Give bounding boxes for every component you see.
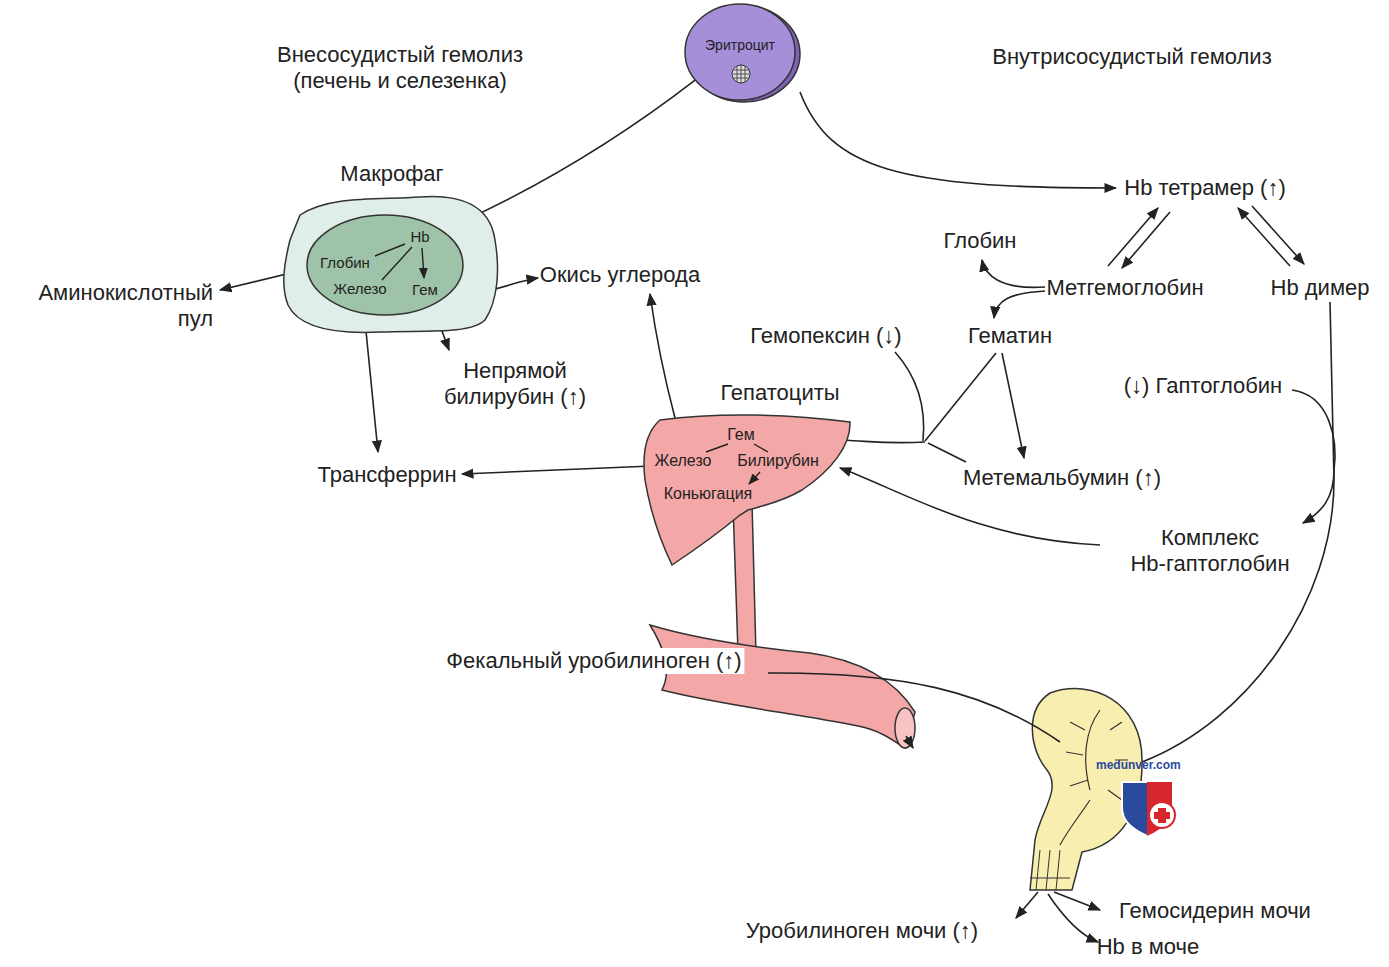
node-shape xyxy=(685,4,795,100)
node-text: Железо xyxy=(333,280,386,297)
node-text: Гем xyxy=(727,426,755,444)
node-text: Коньюгация xyxy=(664,485,753,503)
bile-duct xyxy=(733,502,756,655)
watermark-shield xyxy=(1149,802,1175,828)
watermark: medunver.com xyxy=(1096,758,1181,772)
macrophage-cell: МакрофагHbГлобинЖелезо Гем xyxy=(280,160,500,335)
leader-arrows xyxy=(1238,208,1290,266)
text-label: Метемальбумин (↑) xyxy=(963,465,1161,491)
node-shape xyxy=(630,378,860,568)
node-text: Билирубин xyxy=(737,452,819,470)
leader-arrows xyxy=(365,321,378,452)
leader-arrows xyxy=(1303,470,1334,523)
intestine xyxy=(650,625,915,748)
kidney xyxy=(1060,710,1128,845)
text-label: Hb димер xyxy=(1271,275,1370,301)
leader-arrows xyxy=(462,466,652,474)
node-text: Глобин xyxy=(320,254,370,271)
leader-arrows xyxy=(220,92,1335,942)
liver-hepatocytes: ГепатоцитыГемЖелезо БилирубинКоньюгация xyxy=(630,378,860,568)
leader-arrows xyxy=(925,353,996,441)
leader-arrows xyxy=(1292,390,1335,470)
leader-arrows xyxy=(768,673,1060,742)
macrophage-nucleus: HbГлобинЖелезо Гем xyxy=(305,213,465,317)
leader-arrows xyxy=(1122,212,1170,268)
intestine xyxy=(650,625,915,748)
node-shape xyxy=(732,65,750,83)
node-shape xyxy=(733,65,749,83)
leader-arrows xyxy=(994,291,1045,318)
leader-arrows xyxy=(895,352,924,441)
text-label: Фекальный уробилиноген (↑) xyxy=(443,648,744,674)
node-heading: Макрофаг xyxy=(340,161,443,186)
leader-arrows xyxy=(1016,892,1038,918)
watermark-shield xyxy=(1154,808,1170,823)
watermark-shield xyxy=(1122,782,1175,836)
leader-arrows xyxy=(1054,892,1100,910)
node-text: Эритроцит xyxy=(705,37,775,53)
node-heading: Гепатоциты xyxy=(720,380,839,405)
text-label: Hb в моче xyxy=(1097,934,1200,960)
connector-arrow xyxy=(442,80,696,232)
text-label: Гематин xyxy=(968,323,1052,349)
leader-arrows xyxy=(1002,353,1024,458)
text-label: (↓) Гаптоглобин xyxy=(1124,373,1283,399)
text-label: Hb тетрамер (↑) xyxy=(1124,175,1285,201)
erythrocyte-cell: Эритроцит xyxy=(683,2,801,102)
leader-arrows xyxy=(1252,206,1304,264)
node-shape xyxy=(284,197,498,333)
leader-arrows xyxy=(1108,208,1158,266)
node-shape xyxy=(307,215,463,315)
text-label: Окись углерода xyxy=(540,262,700,288)
text-label: Внутрисосудистый гемолиз xyxy=(992,44,1271,70)
text-label: Гемосидерин мочи xyxy=(1119,898,1311,924)
kidney xyxy=(1030,850,1070,890)
text-label: Внесосудистый гемолиз (печень и селезенк… xyxy=(270,42,530,95)
leader-arrows xyxy=(1048,894,1098,942)
leader-arrows xyxy=(906,736,913,748)
leader-arrows xyxy=(800,92,1116,188)
node-text: Гем xyxy=(412,281,438,298)
text-label: Комплекс Hb-гаптоглобин xyxy=(1120,525,1300,578)
text-label: Глобин xyxy=(943,228,1016,254)
text-label: Аминокислотный пул xyxy=(33,280,213,333)
text-label: Гемопексин (↓) xyxy=(750,323,901,349)
node-text: Железо xyxy=(655,452,712,470)
text-label: Уробилиноген мочи (↑) xyxy=(746,918,978,944)
leader-arrows xyxy=(982,260,1045,287)
text-label: Метгемоглобин xyxy=(1046,275,1203,301)
node-shape xyxy=(644,415,850,565)
text-label: Трансферрин xyxy=(317,462,456,488)
intestine xyxy=(895,708,915,748)
leader-arrows xyxy=(928,443,966,462)
node-text: Hb xyxy=(410,228,429,245)
node-shape xyxy=(375,244,424,280)
leader-arrows xyxy=(650,294,675,418)
text-label: Непрямой билирубин (↑) xyxy=(430,358,600,411)
bile-duct xyxy=(733,502,756,655)
